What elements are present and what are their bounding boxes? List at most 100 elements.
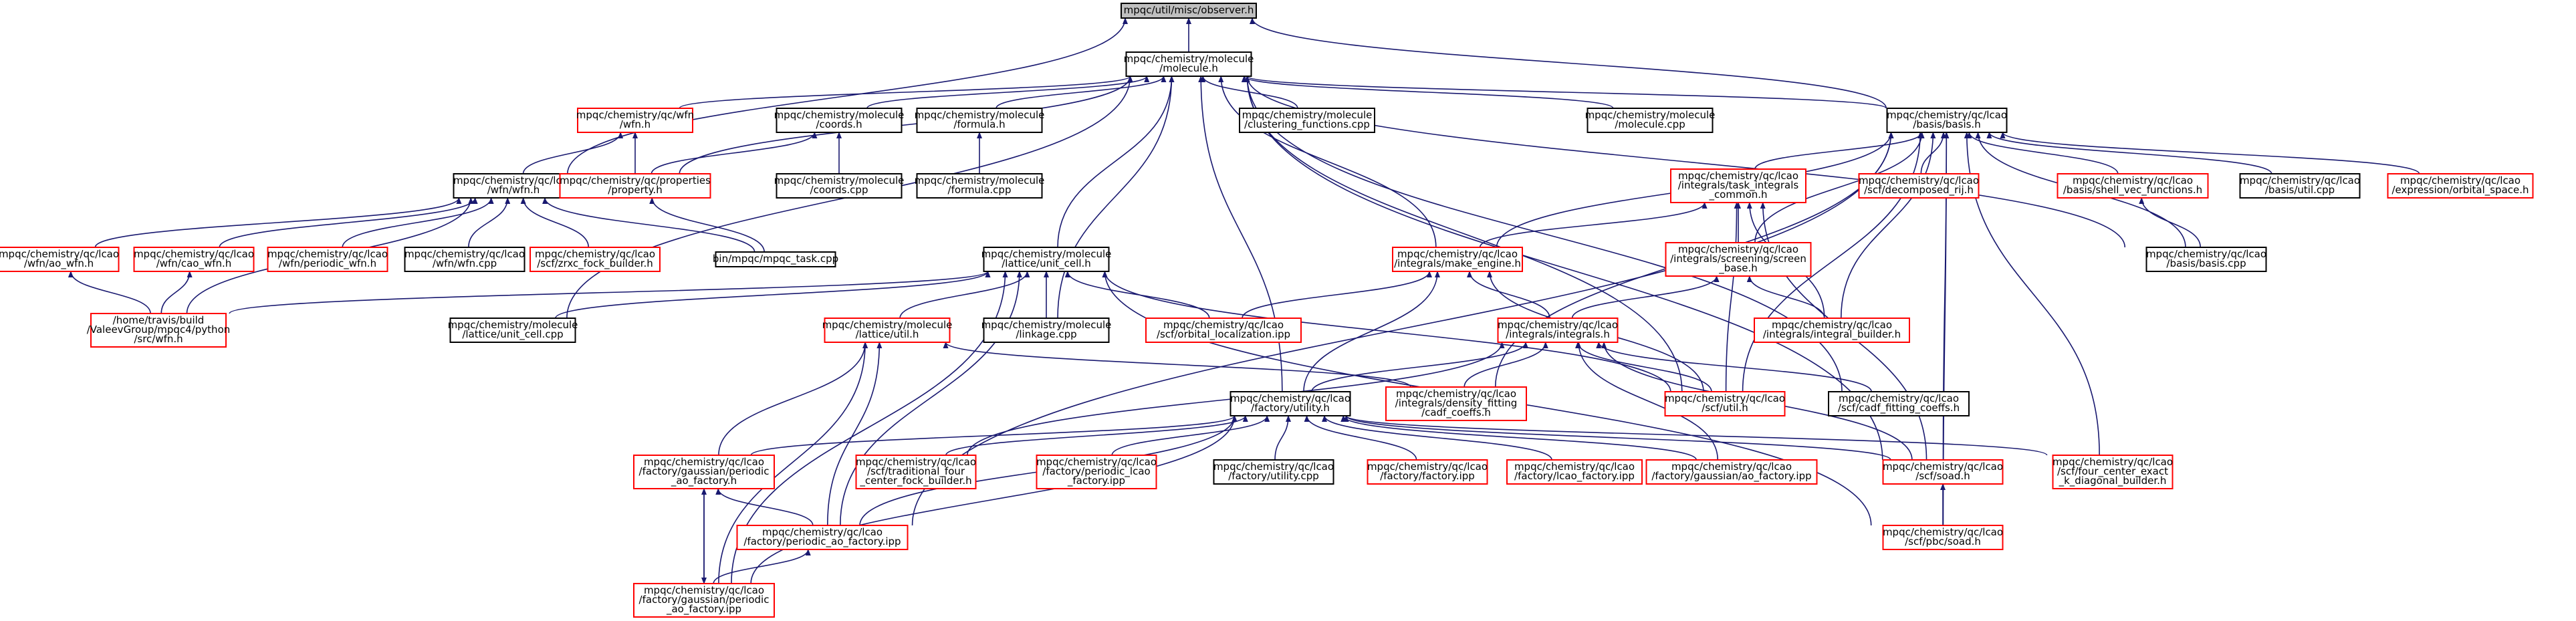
node-label-line: /formula.h <box>953 118 1005 130</box>
node-label-line: mpqc/chemistry/qc/lcao <box>2146 248 2266 260</box>
file-node-periodic-ao-factory-ipp[interactable]: mpqc/chemistry/qc/lcao/factory/periodic_… <box>736 525 909 550</box>
file-node-scf-util[interactable]: mpqc/chemistry/qc/lcao/scf/util.h <box>1664 391 1786 416</box>
edge-scf-util-to-unit-cell-h <box>1102 271 1671 392</box>
node-box <box>855 455 977 489</box>
file-node-property-h[interactable]: mpqc/chemistry/qc/properties/property.h <box>559 173 711 199</box>
node-label-line: /formula.cpp <box>948 184 1012 196</box>
edge-periodic-lcao-to-utility-h <box>1111 415 1270 456</box>
file-node-python-wfn[interactable]: /home/travis/build/ValeevGroup/mpqc4/pyt… <box>87 313 231 348</box>
file-node-coords-cpp[interactable]: mpqc/chemistry/molecule/coords.cpp <box>774 173 905 199</box>
file-node-ao-wfn-h[interactable]: mpqc/chemistry/qc/lcao/wfn/ao_wfn.h <box>0 247 120 272</box>
file-node-task-integrals[interactable]: mpqc/chemistry/qc/lcao/integrals/task_in… <box>1670 168 1806 203</box>
file-node-mpqc-task[interactable]: bin/mpqc/mpqc_task.cpp <box>713 251 838 267</box>
file-node-basis-h[interactable]: mpqc/chemistry/qc/lcao/basis/basis.h <box>1886 108 2008 133</box>
file-node-wfn-h[interactable]: mpqc/chemistry/qc/wfn/wfn.h <box>576 108 694 133</box>
node-box <box>267 247 388 272</box>
file-node-four-center[interactable]: mpqc/chemistry/qc/lcao/scf/four_center_e… <box>2052 455 2174 489</box>
edge-periodic-wfn-h-to-lcao-wfn-h <box>342 197 494 248</box>
file-node-formula-h[interactable]: mpqc/chemistry/molecule/formula.h <box>915 108 1045 133</box>
file-node-periodic-lcao[interactable]: mpqc/chemistry/qc/lcao/factory/periodic_… <box>1036 455 1157 489</box>
node-label-line: mpqc/chemistry/qc/lcao <box>1839 392 1959 404</box>
node-label-line: mpqc/chemistry/qc/lcao <box>1213 461 1334 473</box>
edge-clustering-cpp-to-molecule-h <box>1200 76 1298 109</box>
edge-utility-h-to-make-engine <box>1303 271 1440 392</box>
node-label-line: /factory/periodic_ao_factory.ipp <box>743 535 901 548</box>
file-node-density-fitting[interactable]: mpqc/chemistry/qc/lcao/integrals/density… <box>1385 386 1527 421</box>
node-label-line: /molecule.cpp <box>1615 118 1685 130</box>
file-node-pbc-soad[interactable]: mpqc/chemistry/qc/lcao/scf/pbc/soad.h <box>1882 525 2004 550</box>
file-node-linkage-cpp[interactable]: mpqc/chemistry/molecule/linkage.cpp <box>981 318 1112 343</box>
edge-zrxc-fock-to-lcao-wfn-h <box>520 197 590 248</box>
node-label-line: mpqc/chemistry/qc/lcao <box>1883 461 2003 473</box>
file-node-factory-ipp[interactable]: mpqc/chemistry/qc/lcao/factory/factory.i… <box>1367 459 1488 485</box>
file-node-factory-util-cpp[interactable]: mpqc/chemistry/qc/lcao/factory/utility.c… <box>1213 459 1334 485</box>
file-node-formula-cpp[interactable]: mpqc/chemistry/molecule/formula.cpp <box>915 173 1045 199</box>
node-label-line: /wfn/cao_wfn.h <box>156 257 232 270</box>
node-box <box>1664 391 1786 416</box>
edge-lcao-wfn-h-to-observer <box>567 17 1128 174</box>
edge-basis-util-cpp-to-basis-h <box>1986 132 2272 174</box>
node-label-line: /factory/lcao_factory.ipp <box>1514 470 1635 483</box>
file-node-coords-h[interactable]: mpqc/chemistry/molecule/coords.h <box>774 108 905 133</box>
file-node-lcao-wfn-h[interactable]: mpqc/chemistry/qc/lcao/wfn/wfn.h <box>453 173 574 199</box>
node-box <box>2057 173 2209 199</box>
edge-scf-util-to-integrals-h <box>1575 342 1712 392</box>
file-node-observer[interactable]: mpqc/util/misc/observer.h <box>1121 3 1257 19</box>
edge-pbc-soad-to-basis-h <box>1942 132 1950 526</box>
file-node-unit-cell-h[interactable]: mpqc/chemistry/molecule/lattice/unit_cel… <box>981 247 1112 272</box>
node-label-line: /integrals/integrals.h <box>1506 328 1610 340</box>
file-node-scf-cadf[interactable]: mpqc/chemistry/qc/lcao/scf/cadf_fitting_… <box>1828 391 1970 416</box>
file-node-unit-cell-cpp[interactable]: mpqc/chemistry/molecule/lattice/unit_cel… <box>448 318 578 343</box>
file-node-lattice-util[interactable]: mpqc/chemistry/molecule/lattice/util.h <box>822 318 953 343</box>
file-node-lcao-factory[interactable]: mpqc/chemistry/qc/lcao/factory/lcao_fact… <box>1506 459 1643 485</box>
file-node-trad-fock[interactable]: mpqc/chemistry/qc/lcao/scf/traditional_f… <box>855 455 977 489</box>
file-node-g-ao-factory[interactable]: mpqc/chemistry/qc/lcao/factory/gaussian/… <box>1645 459 1818 485</box>
node-label-line: mpqc/chemistry/qc/lcao <box>1396 388 1516 400</box>
file-node-zrxc-fock[interactable]: mpqc/chemistry/qc/lcao/scf/zrxc_fock_bui… <box>530 247 661 272</box>
node-label-line: /lattice/util.h <box>856 328 919 340</box>
node-label-line: mpqc/chemistry/molecule <box>774 174 905 187</box>
edge-factory-ipp-to-utility-h <box>1304 415 1417 461</box>
edge-ao-wfn-h-to-lcao-wfn-h <box>94 197 462 248</box>
file-node-orbital-space[interactable]: mpqc/chemistry/qc/lcao/expression/orbita… <box>2387 173 2534 199</box>
node-label-line: mpqc/chemistry/qc/lcao <box>1163 319 1284 331</box>
node-label-line: /scf/orbital_localization.ipp <box>1157 328 1290 341</box>
node-box <box>1213 459 1334 485</box>
node-label-line: mpqc/chemistry/qc/lcao <box>1036 456 1157 468</box>
file-node-clustering-cpp[interactable]: mpqc/chemistry/molecule/clustering_funct… <box>1239 108 1375 133</box>
node-box <box>715 251 836 267</box>
edge-mpqc-task-to-lcao-wfn-h <box>542 197 755 253</box>
file-node-wfn-cpp[interactable]: mpqc/chemistry/qc/lcao/wfn/wfn.cpp <box>404 247 525 272</box>
file-node-make-engine[interactable]: mpqc/chemistry/qc/lcao/integrals/make_en… <box>1392 247 1523 272</box>
file-node-gp-ao-factory-ipp[interactable]: mpqc/chemistry/qc/lcao/factory/gaussian/… <box>633 583 775 618</box>
file-node-shell-vec[interactable]: mpqc/chemistry/qc/lcao/basis/shell_vec_f… <box>2057 173 2209 199</box>
node-label-line: mpqc/chemistry/qc/lcao <box>134 248 254 260</box>
node-label-line: mpqc/chemistry/qc/lcao <box>1367 461 1488 473</box>
edge-mpqc-task-to-property-h <box>649 197 765 253</box>
node-box <box>1121 3 1257 19</box>
file-node-periodic-wfn-h[interactable]: mpqc/chemistry/qc/lcao/wfn/periodic_wfn.… <box>267 247 388 272</box>
file-node-integrals-h[interactable]: mpqc/chemistry/qc/lcao/integrals/integra… <box>1497 318 1619 343</box>
node-label-line: /wfn/wfn.cpp <box>433 257 497 269</box>
node-label-line: /factory/periodic_lcao <box>1042 465 1150 478</box>
file-node-soad-h[interactable]: mpqc/chemistry/qc/lcao/scf/soad.h <box>1882 459 2004 485</box>
file-node-screen-base[interactable]: mpqc/chemistry/qc/lcao/integrals/screeni… <box>1665 242 1812 277</box>
edge-periodic-ao-factory-ipp-to-lattice-util <box>826 342 883 526</box>
node-label-line: mpqc/chemistry/qc/lcao <box>1678 243 1798 255</box>
node-box <box>916 173 1043 199</box>
file-node-basis-cpp[interactable]: mpqc/chemistry/qc/lcao/basis/basis.cpp <box>2145 247 2267 272</box>
file-node-molecule-h[interactable]: mpqc/chemistry/molecule/molecule.h <box>1124 51 1254 77</box>
node-box <box>1145 318 1302 343</box>
file-node-utility-h[interactable]: mpqc/chemistry/qc/lcao/factory/utility.h <box>1230 391 1351 416</box>
file-node-molecule-cpp[interactable]: mpqc/chemistry/molecule/molecule.cpp <box>1585 108 1716 133</box>
file-node-integral-builder[interactable]: mpqc/chemistry/qc/lcao/integrals/integra… <box>1754 318 1910 343</box>
node-label-line: /scf/soad.h <box>1915 470 1970 482</box>
file-node-gp-ao-factory-h[interactable]: mpqc/chemistry/qc/lcao/factory/gaussian/… <box>633 455 775 489</box>
file-node-basis-util-cpp[interactable]: mpqc/chemistry/qc/lcao/basis/util.cpp <box>2239 173 2361 199</box>
edge-orbital-space-to-basis-h <box>2000 132 2420 174</box>
file-node-orbital-loc[interactable]: mpqc/chemistry/qc/lcao/scf/orbital_local… <box>1145 318 1302 343</box>
edge-linkage-cpp-to-molecule-h <box>1057 76 1175 319</box>
file-node-decomposed-rij[interactable]: mpqc/chemistry/qc/lcao/scf/decomposed_ri… <box>1858 173 1980 199</box>
node-label-line: /coords.h <box>816 118 862 130</box>
file-node-cao-wfn-h[interactable]: mpqc/chemistry/qc/lcao/wfn/cao_wfn.h <box>133 247 255 272</box>
